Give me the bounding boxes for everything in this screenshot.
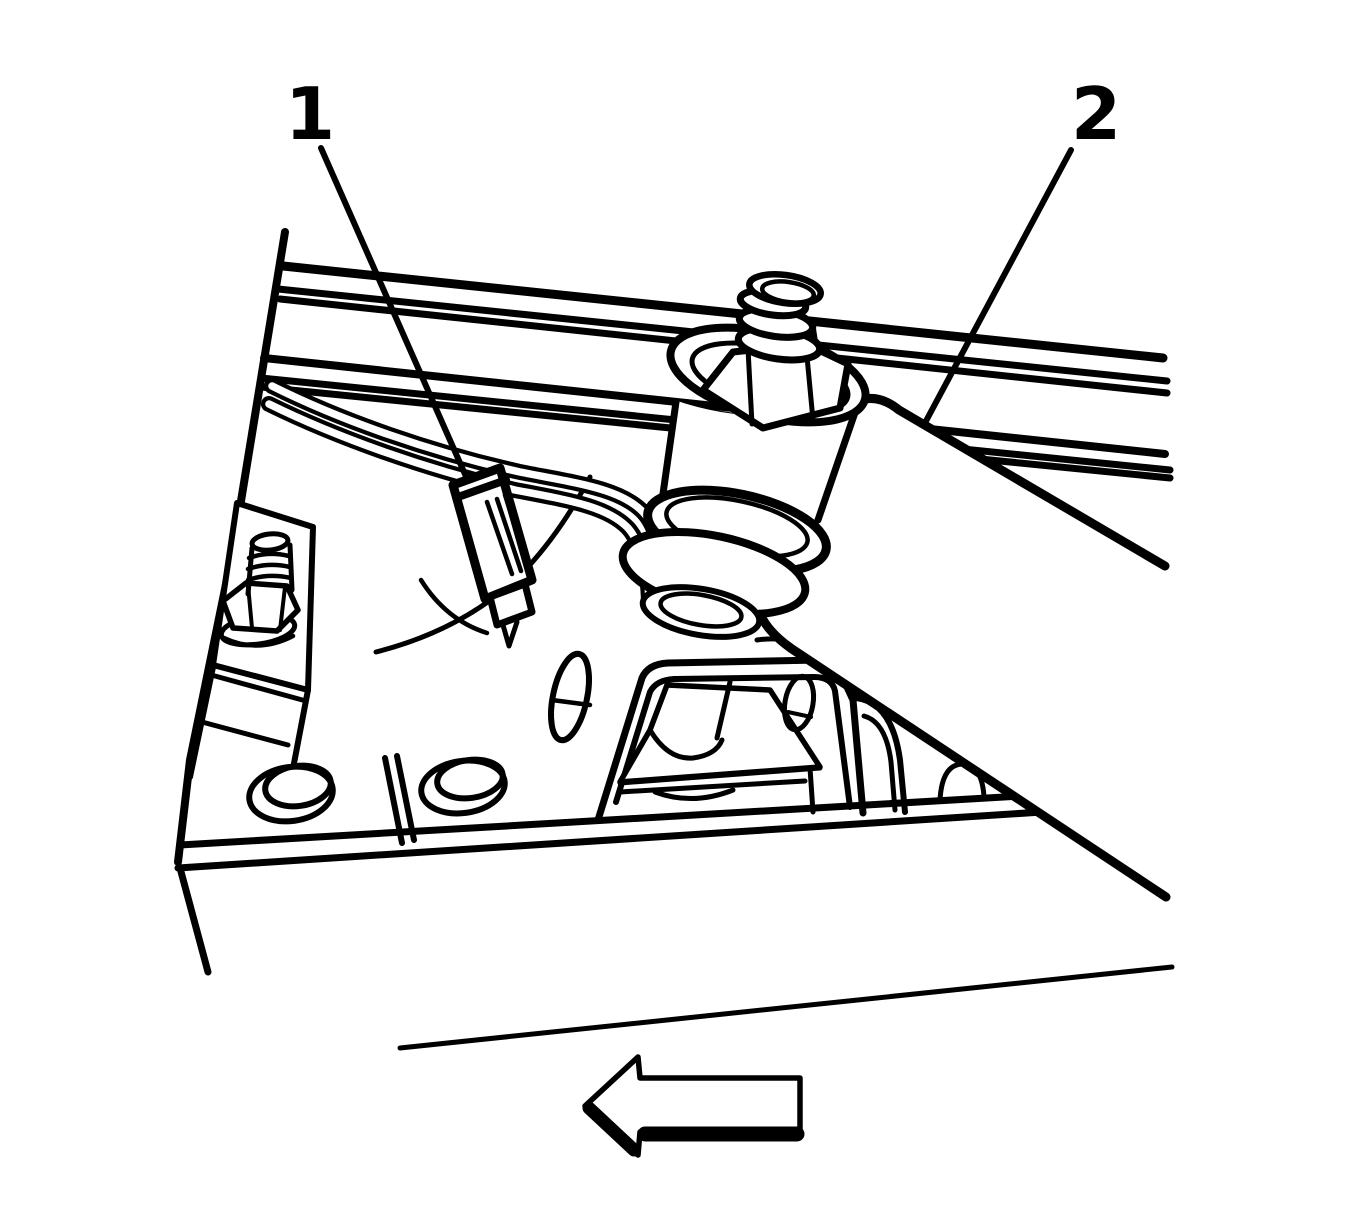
left-hex-nut (220, 580, 301, 634)
small-oval (781, 673, 817, 733)
callout-1-label: 1 (285, 72, 335, 156)
harness-retainer-clip (448, 463, 537, 649)
slot-oval (548, 650, 592, 744)
callout-2-leader (923, 147, 1074, 424)
direction-arrow (582, 1054, 805, 1158)
mount-stud-and-nut (699, 271, 852, 432)
left-bracket-assembly (210, 500, 316, 704)
callout-1-leader (318, 145, 471, 484)
bottom-sill-line (397, 964, 1175, 1051)
left-stud-cap (249, 531, 291, 553)
body-mount-bushing (618, 394, 864, 640)
callout-2-label: 2 (1071, 72, 1121, 156)
